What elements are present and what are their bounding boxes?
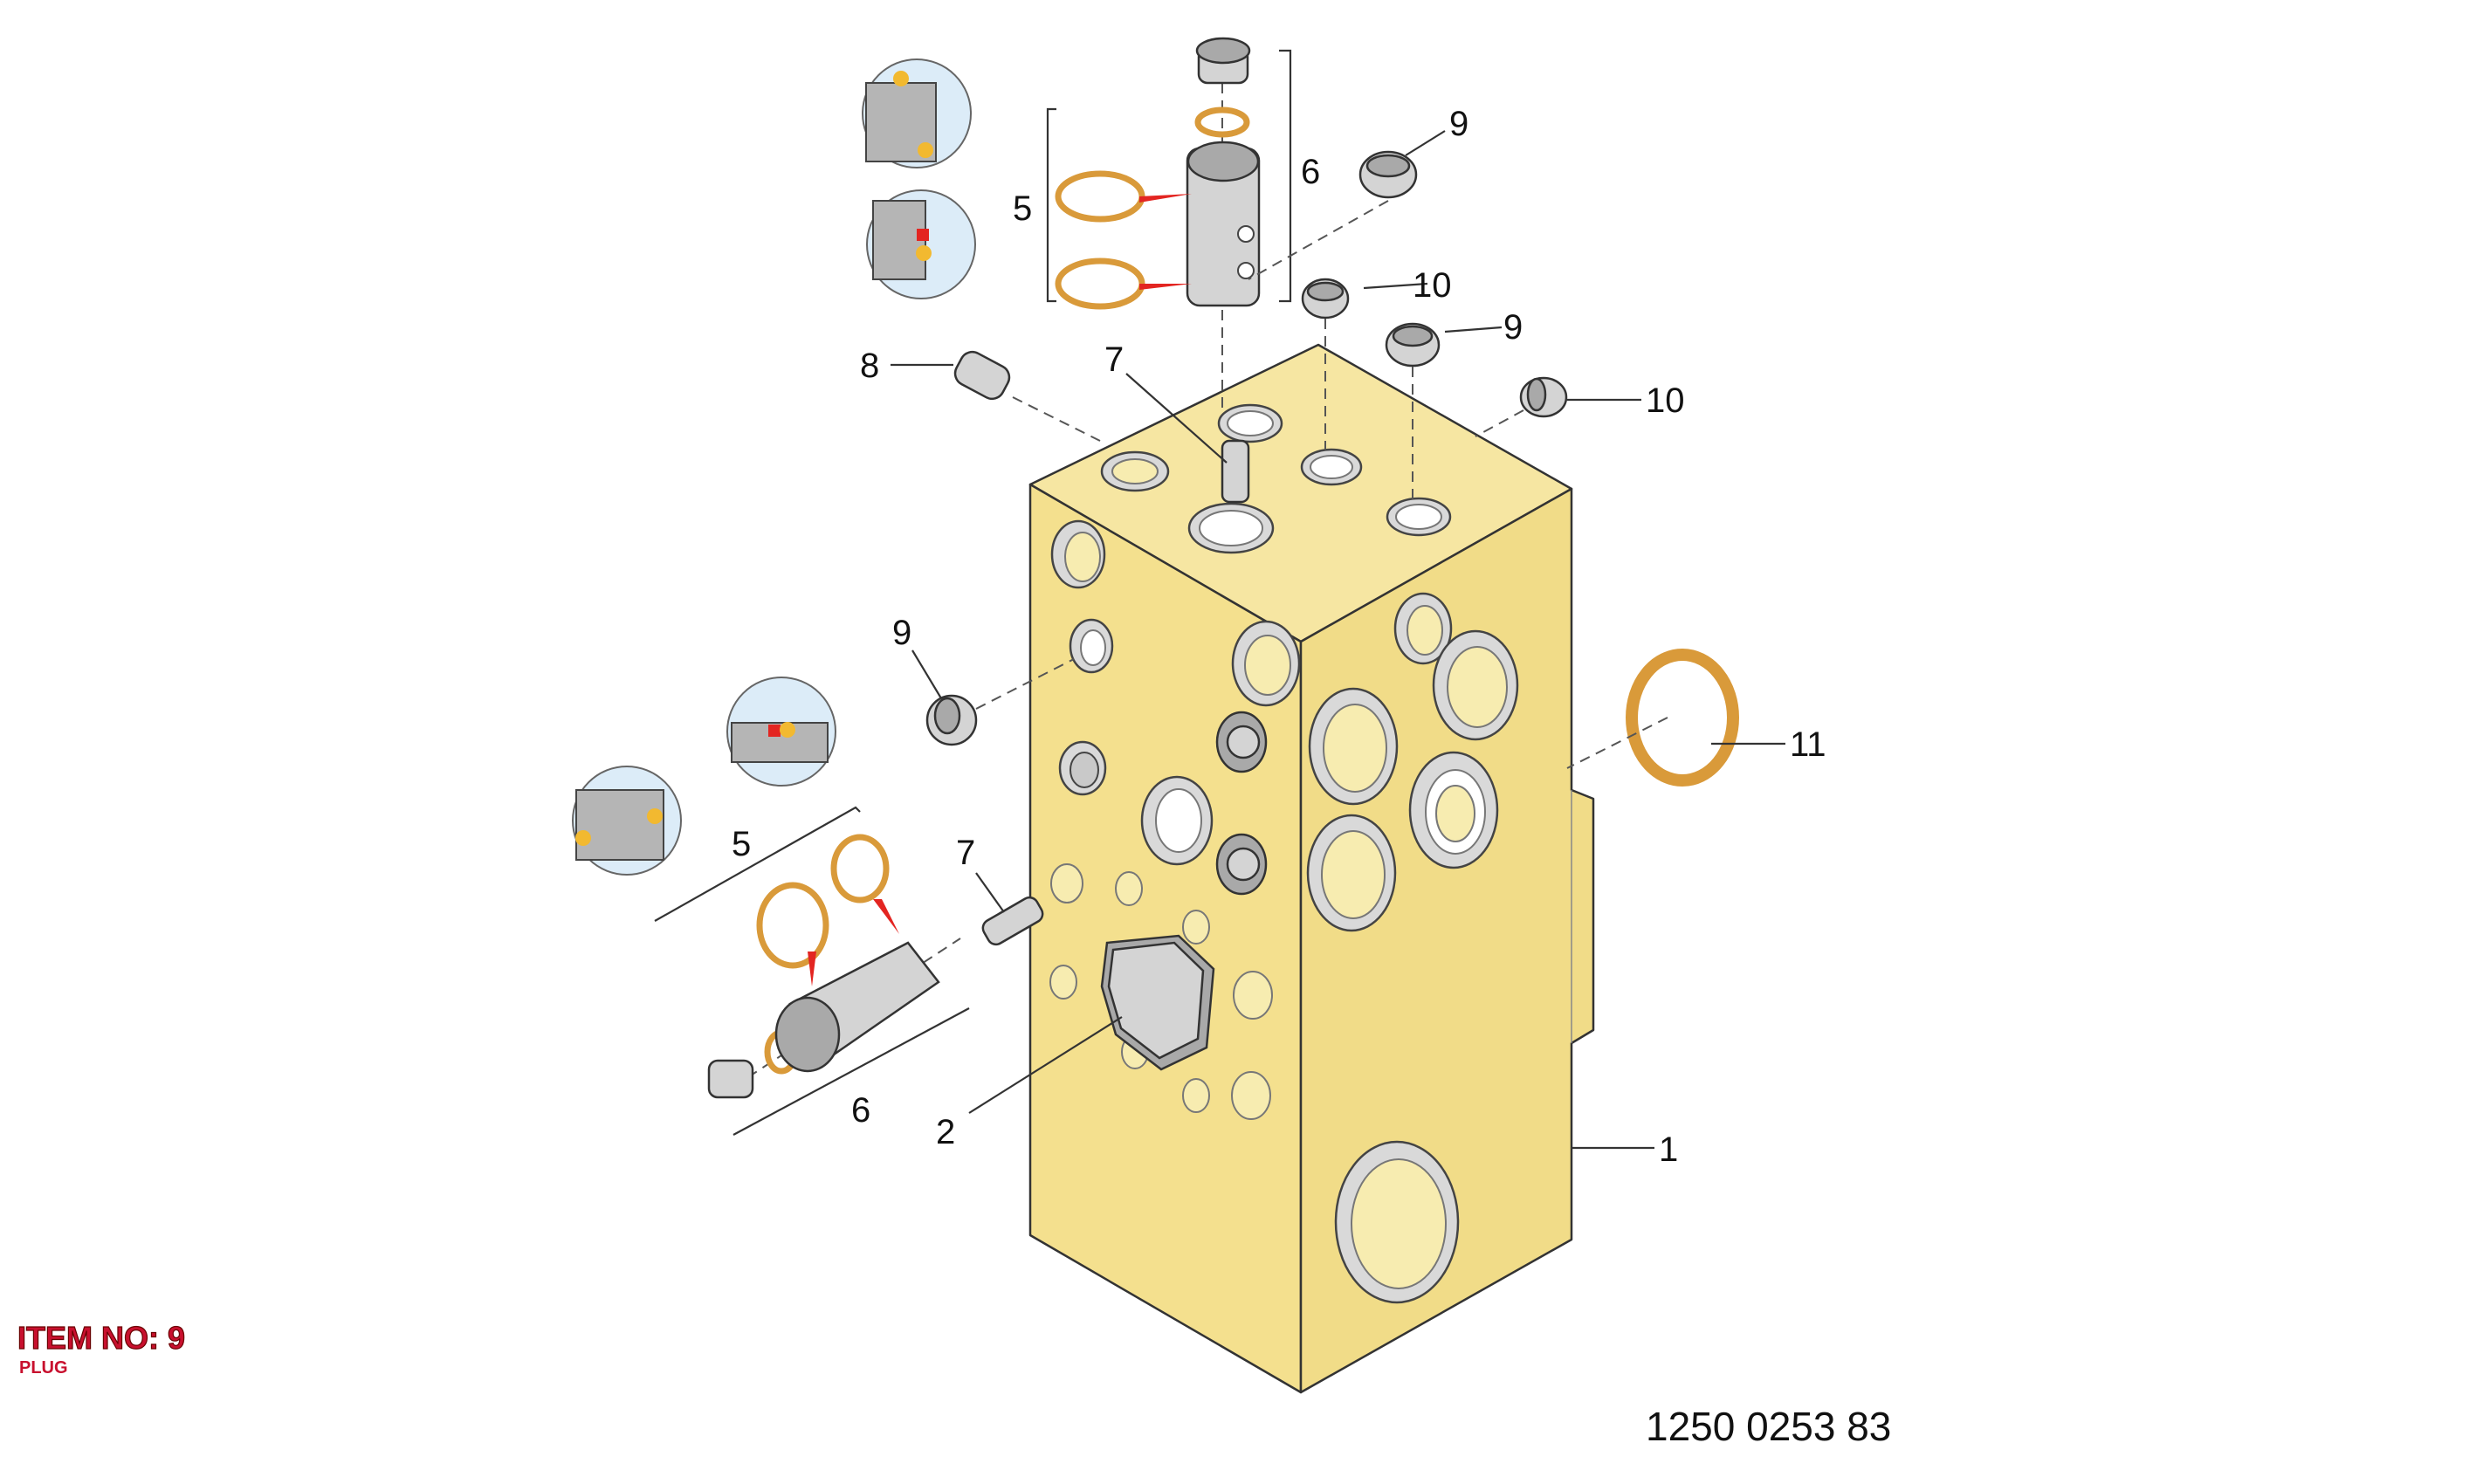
callout-5-left: 5 (732, 825, 751, 863)
callout-9-left: 9 (892, 614, 911, 652)
right-face-ports (1231, 592, 1519, 1304)
detail-circle-3 (726, 677, 836, 787)
left-cartridge-assembly (654, 806, 970, 1136)
callout-5-top: 5 (1013, 189, 1032, 228)
callout-7-top: 7 (1104, 340, 1124, 379)
callout-8: 8 (860, 347, 879, 385)
callout-2: 2 (936, 1113, 955, 1151)
callout-9-top: 9 (1449, 105, 1468, 143)
callout-9-mid: 9 (1503, 308, 1523, 347)
item-description: PLUG (19, 1358, 68, 1378)
callout-6-top: 6 (1301, 153, 1320, 191)
callout-labels: 1 2 5 5 6 6 7 7 8 9 9 9 10 10 11 (732, 105, 1826, 1169)
top-cartridge-assembly (1046, 37, 1292, 410)
left-face-ports (1049, 519, 1273, 1120)
detail-circle-1 (862, 58, 972, 168)
callout-1: 1 (1659, 1130, 1678, 1169)
callout-10-right: 10 (1646, 381, 1685, 420)
callout-leaders (891, 130, 1785, 1150)
hex-plug (1100, 934, 1215, 1071)
block-mounted-plugs (1215, 711, 1268, 896)
detail-circle-4 (572, 766, 682, 876)
loose-parts (925, 150, 1739, 946)
item-number-title: ITEM NO: 9 (17, 1320, 185, 1356)
document-number: 1250 0253 83 (1646, 1404, 1891, 1449)
detail-circle-2 (866, 189, 976, 299)
callout-7-left: 7 (956, 834, 975, 872)
top-face-ports (1100, 403, 1452, 554)
callout-11: 11 (1790, 725, 1826, 764)
callout-10-top: 10 (1413, 266, 1452, 305)
callout-6-left: 6 (851, 1091, 870, 1130)
